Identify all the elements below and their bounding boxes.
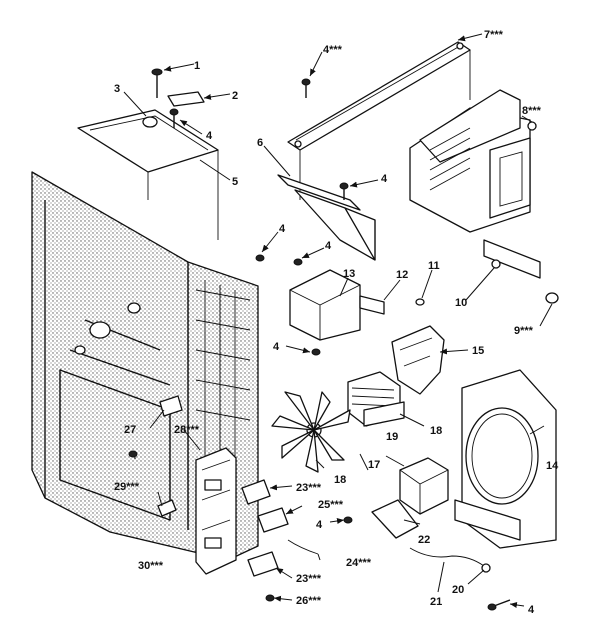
callout-10: 10 <box>455 297 467 309</box>
callout-25: 25*** <box>318 499 344 511</box>
callout-13: 13 <box>343 268 355 280</box>
callout-18a: 18 <box>430 425 442 437</box>
callout-23b: 23*** <box>296 573 322 585</box>
capacitor <box>371 457 449 539</box>
callout-4g: 4 <box>316 519 323 531</box>
callout-14: 14 <box>546 460 559 472</box>
callout-21: 21 <box>430 596 442 608</box>
callout-12: 12 <box>396 269 408 281</box>
callout-20: 20 <box>452 584 464 596</box>
callout-22: 22 <box>418 534 430 546</box>
callout-8: 8*** <box>522 105 542 117</box>
callout-4h: 4 <box>528 604 535 616</box>
callout-19: 19 <box>386 431 398 443</box>
callout-23a: 23*** <box>296 482 322 494</box>
callout-27: 27 <box>124 424 136 436</box>
leader-lines <box>123 33 553 608</box>
callout-4e: 4 <box>325 240 332 252</box>
magnetron-block <box>409 89 537 233</box>
callout-26: 26*** <box>296 595 322 607</box>
callout-5: 5 <box>232 176 238 188</box>
callout-6: 6 <box>257 137 263 149</box>
switches <box>128 395 353 602</box>
top-plate-assembly <box>77 68 219 240</box>
callout-30: 30*** <box>138 560 164 572</box>
fan-motor <box>347 371 405 427</box>
callout-18b: 18 <box>334 474 346 486</box>
fan-bracket <box>391 325 445 395</box>
callout-11: 11 <box>428 260 440 272</box>
callout-29: 29*** <box>114 481 140 493</box>
callout-17: 17 <box>368 459 380 471</box>
callout-4c: 4 <box>381 173 388 185</box>
waveguide-bracket <box>277 174 376 261</box>
callout-labels: 1 2 3 4 5 4*** 7*** 6 4 8*** 4 4 13 12 1… <box>114 29 559 616</box>
callout-4f: 4 <box>273 341 280 353</box>
thermostat-box <box>255 254 425 356</box>
callout-2: 2 <box>232 90 238 102</box>
callout-7: 7*** <box>484 29 504 41</box>
side-bracket <box>483 239 559 304</box>
duct-rail <box>287 41 471 200</box>
callout-9: 9*** <box>514 325 534 337</box>
switch-bracket <box>195 447 237 575</box>
callout-28: 28*** <box>174 424 200 436</box>
callout-4a: 4 <box>206 130 213 142</box>
callout-4b: 4*** <box>323 44 343 56</box>
callout-24: 24*** <box>346 557 372 569</box>
callout-3: 3 <box>114 83 120 95</box>
fan-shroud <box>454 369 557 549</box>
callout-1: 1 <box>194 60 200 72</box>
callout-4d: 4 <box>279 223 286 235</box>
wire-harness <box>409 547 511 611</box>
callout-15: 15 <box>472 345 484 357</box>
fan-blade <box>271 391 351 473</box>
